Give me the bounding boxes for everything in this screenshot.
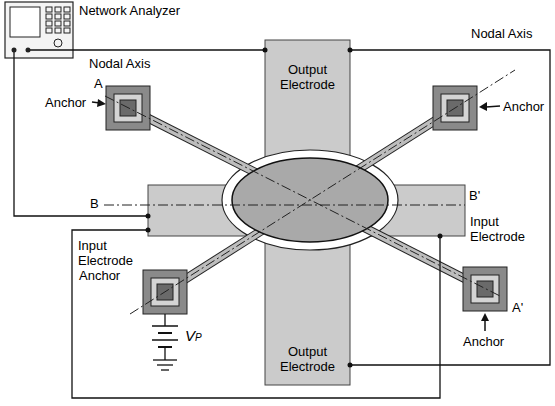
key (64, 7, 70, 12)
key (55, 21, 61, 26)
signal-wire (14, 58, 148, 216)
key (55, 7, 61, 12)
bias-wire (164, 347, 165, 360)
node-label: Network Analyzer (79, 3, 180, 18)
arrowhead (97, 99, 106, 107)
ground-symbol (161, 369, 169, 370)
analyzer-icon (5, 2, 73, 58)
nodal-axis (130, 70, 515, 314)
network-analyzer: Network Analyzer (5, 2, 73, 58)
arrowhead (481, 313, 489, 321)
terminal (26, 48, 31, 53)
key (55, 14, 61, 19)
bias-wire (164, 314, 165, 326)
input-electrode: Input Electrode (148, 185, 262, 236)
wire-junction (146, 228, 151, 233)
anchor-block (463, 267, 507, 311)
key (64, 14, 70, 19)
leader-line (486, 106, 500, 107)
instrument-screen (10, 7, 40, 37)
anchor-inner (471, 275, 499, 303)
battery-plate (152, 325, 178, 327)
terminal-lead (28, 49, 73, 50)
signal-wire (73, 49, 265, 50)
node-label: Input Electrode (470, 214, 546, 244)
voltage-label: VP (184, 328, 203, 345)
electrode-plate (265, 232, 350, 385)
section-axis (104, 205, 465, 206)
terminal (12, 48, 17, 53)
part-label: Anchor (502, 99, 545, 114)
knob (54, 39, 62, 47)
part-label: Anchor (44, 95, 87, 110)
wire-junction (348, 363, 353, 368)
signal-wire (350, 50, 550, 365)
axis-label: Nodal Axis (88, 56, 151, 71)
input-electrode: Input Electrode (353, 185, 465, 236)
wire-junction (438, 234, 443, 239)
part-label: Anchor (462, 334, 505, 349)
anchor-core (477, 281, 493, 297)
key (46, 21, 52, 26)
anchor-outer (463, 267, 507, 311)
output-electrode: Output Electrode (265, 40, 350, 170)
section-letter: A' (511, 300, 524, 315)
output-electrode: Output Electrode (265, 232, 350, 385)
wire-junction (348, 48, 353, 53)
nodal-axis (105, 96, 500, 296)
node-label: Input Electrode (78, 238, 144, 268)
wire-junction (263, 48, 268, 53)
key (46, 7, 52, 12)
instrument-case (5, 2, 73, 58)
part-label: Anchor (78, 268, 121, 283)
node-label: Output Electrode (265, 62, 350, 92)
battery-plate (158, 332, 172, 334)
ground-symbol (153, 359, 177, 360)
battery-plate (152, 339, 178, 341)
section-letter: A (93, 76, 104, 91)
ground-symbol (157, 364, 173, 365)
key (46, 14, 52, 19)
arrowhead (479, 102, 487, 111)
node-label: Output Electrode (265, 344, 350, 374)
section-letter: B' (468, 188, 481, 203)
key (64, 21, 70, 26)
wire-junction (146, 214, 151, 219)
key (55, 28, 61, 33)
key (46, 28, 52, 33)
key (64, 28, 70, 33)
signal-wire (72, 230, 440, 398)
section-letter: B (89, 196, 100, 211)
leader-line (484, 320, 486, 331)
dc-bias-source (152, 314, 178, 370)
axis-label: Nodal Axis (470, 26, 533, 41)
